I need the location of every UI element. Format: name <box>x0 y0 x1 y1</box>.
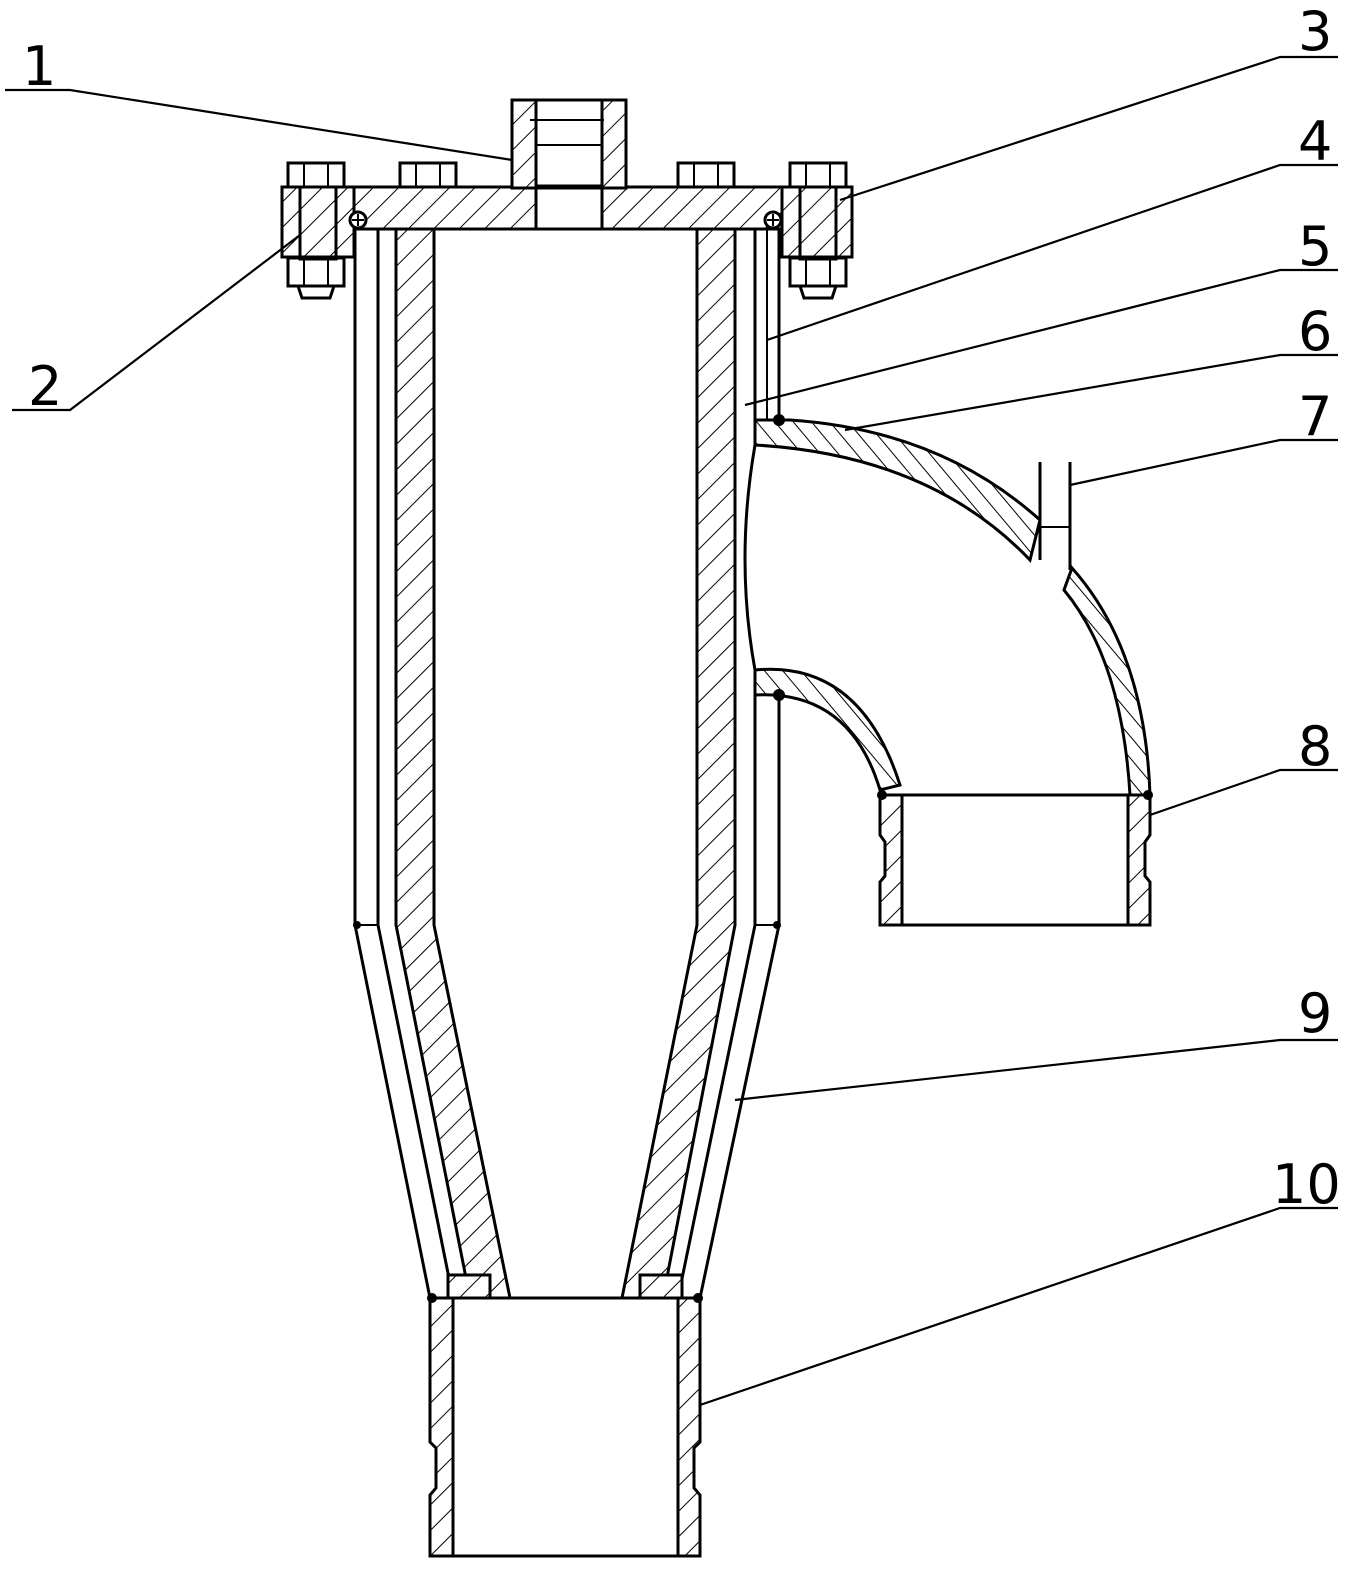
inlet-connector <box>877 790 1153 927</box>
top-outlet-nozzle <box>510 98 628 190</box>
bottom-outlet-pipe <box>427 1273 703 1558</box>
label-4: 4 <box>1298 110 1332 173</box>
label-7: 7 <box>1298 385 1332 448</box>
label-8: 8 <box>1298 715 1332 778</box>
leader-lines <box>5 55 1338 1407</box>
label-3: 3 <box>1298 0 1332 63</box>
bolt-left <box>286 161 346 300</box>
bolt-head-mid-right <box>676 161 736 189</box>
bolt-right <box>788 161 848 300</box>
outer-shell <box>353 229 781 1299</box>
label-10: 10 <box>1272 1153 1341 1216</box>
bolt-head-mid-left <box>398 161 458 189</box>
part-labels: 1 2 3 4 5 6 7 8 9 10 <box>22 0 1341 1216</box>
inner-liner <box>394 227 737 1300</box>
label-2: 2 <box>28 355 62 418</box>
label-1: 1 <box>22 35 56 98</box>
label-6: 6 <box>1298 300 1332 363</box>
inlet-elbow <box>743 414 1152 797</box>
label-9: 9 <box>1298 982 1332 1045</box>
seal-rings <box>348 210 783 230</box>
label-5: 5 <box>1298 215 1332 278</box>
